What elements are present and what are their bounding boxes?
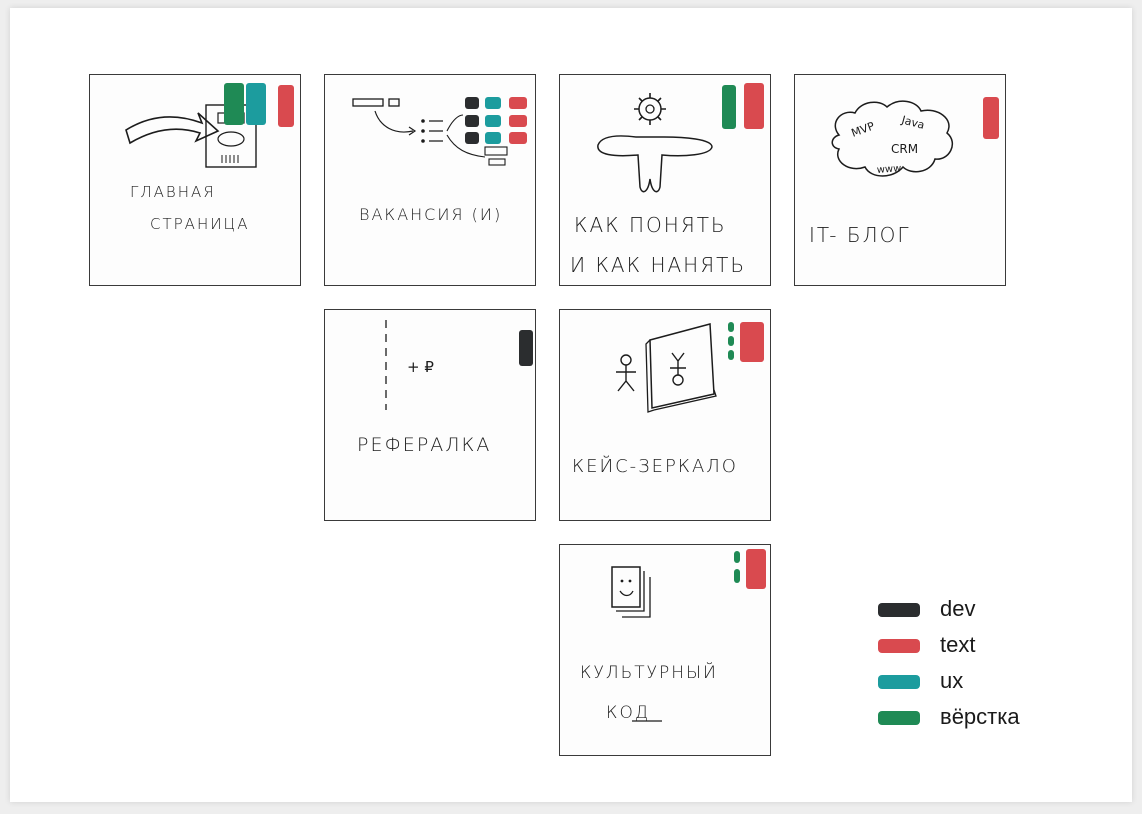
marker-verstka xyxy=(734,569,740,583)
card-label: КУЛЬТУРНЫЙ xyxy=(580,663,718,683)
marker-ux xyxy=(485,97,501,109)
cloud-word: MVP xyxy=(850,119,877,139)
marker-text xyxy=(744,83,764,129)
cloud-word: Java xyxy=(899,113,926,132)
marker-text xyxy=(740,322,764,362)
cloud-word: www xyxy=(876,163,901,176)
marker-text xyxy=(509,97,527,109)
card-main-page: ГЛАВНАЯ СТРАНИЦА xyxy=(89,74,301,286)
card-label: И КАК НАНЯТЬ xyxy=(570,253,747,277)
card-label: КЕЙС-ЗЕРКАЛО xyxy=(572,456,738,477)
marker-dev xyxy=(465,115,479,127)
card-case-mirror: КЕЙС-ЗЕРКАЛО xyxy=(559,309,771,521)
marker-verstka xyxy=(722,85,736,129)
marker-text xyxy=(746,549,766,589)
legend-label: ux xyxy=(940,668,964,693)
marker-verstka xyxy=(728,322,734,332)
card-label: РЕФЕРАЛКА xyxy=(357,434,492,456)
it-blog-sketch: MVP Java CRM www xyxy=(831,100,953,177)
legend-swatch xyxy=(878,639,920,653)
card-it-blog: MVP Java CRM www IT- БЛОГ xyxy=(794,74,1006,286)
card-how-to-hire: КАК ПОНЯТЬ И КАК НАНЯТЬ xyxy=(559,74,771,286)
card-label: ВАКАНСИЯ (И) xyxy=(359,205,503,224)
legend-swatch xyxy=(878,603,920,617)
vacancies-sketch xyxy=(352,98,508,166)
how-to-hire-sketch xyxy=(597,93,713,193)
card-label: КАК ПОНЯТЬ xyxy=(574,213,727,237)
marker-ux xyxy=(246,83,266,125)
legend-label: text xyxy=(940,632,976,657)
legend: dev text ux вёрстка xyxy=(878,594,1078,738)
card-label: СТРАНИЦА xyxy=(150,215,250,233)
marker-verstka xyxy=(728,336,734,346)
marker-text xyxy=(509,115,527,127)
marker-dev xyxy=(519,330,533,366)
case-mirror-sketch xyxy=(616,323,717,413)
legend-swatch xyxy=(878,711,920,725)
card-referral: + ₽ РЕФЕРАЛКА xyxy=(324,309,536,521)
card-label: КОД xyxy=(606,703,651,723)
legend-item: ux xyxy=(878,666,1078,702)
marker-verstka xyxy=(728,350,734,360)
legend-swatch xyxy=(878,675,920,689)
main-page-sketch xyxy=(125,104,257,168)
marker-verstka xyxy=(734,551,740,563)
card-vacancies: ВАКАНСИЯ (И) xyxy=(324,74,536,286)
marker-ux xyxy=(485,132,501,144)
culture-code-sketch xyxy=(611,566,662,722)
card-culture-code: КУЛЬТУРНЫЙ КОД xyxy=(559,544,771,756)
cloud-word: CRM xyxy=(891,142,918,156)
marker-text xyxy=(509,132,527,144)
referral-symbol: + ₽ xyxy=(407,358,434,376)
marker-verstka xyxy=(224,83,244,125)
marker-text xyxy=(278,85,294,127)
marker-dev xyxy=(465,132,479,144)
card-label: ГЛАВНАЯ xyxy=(130,183,216,201)
card-label: IT- БЛОГ xyxy=(809,223,911,247)
legend-item: вёрстка xyxy=(878,702,1078,738)
marker-dev xyxy=(465,97,479,109)
legend-label: dev xyxy=(940,596,976,621)
legend-label: вёрстка xyxy=(940,704,1020,729)
legend-item: text xyxy=(878,630,1078,666)
marker-ux xyxy=(485,115,501,127)
legend-item: dev xyxy=(878,594,1078,630)
referral-sketch: + ₽ xyxy=(385,320,434,410)
marker-text xyxy=(983,97,999,139)
